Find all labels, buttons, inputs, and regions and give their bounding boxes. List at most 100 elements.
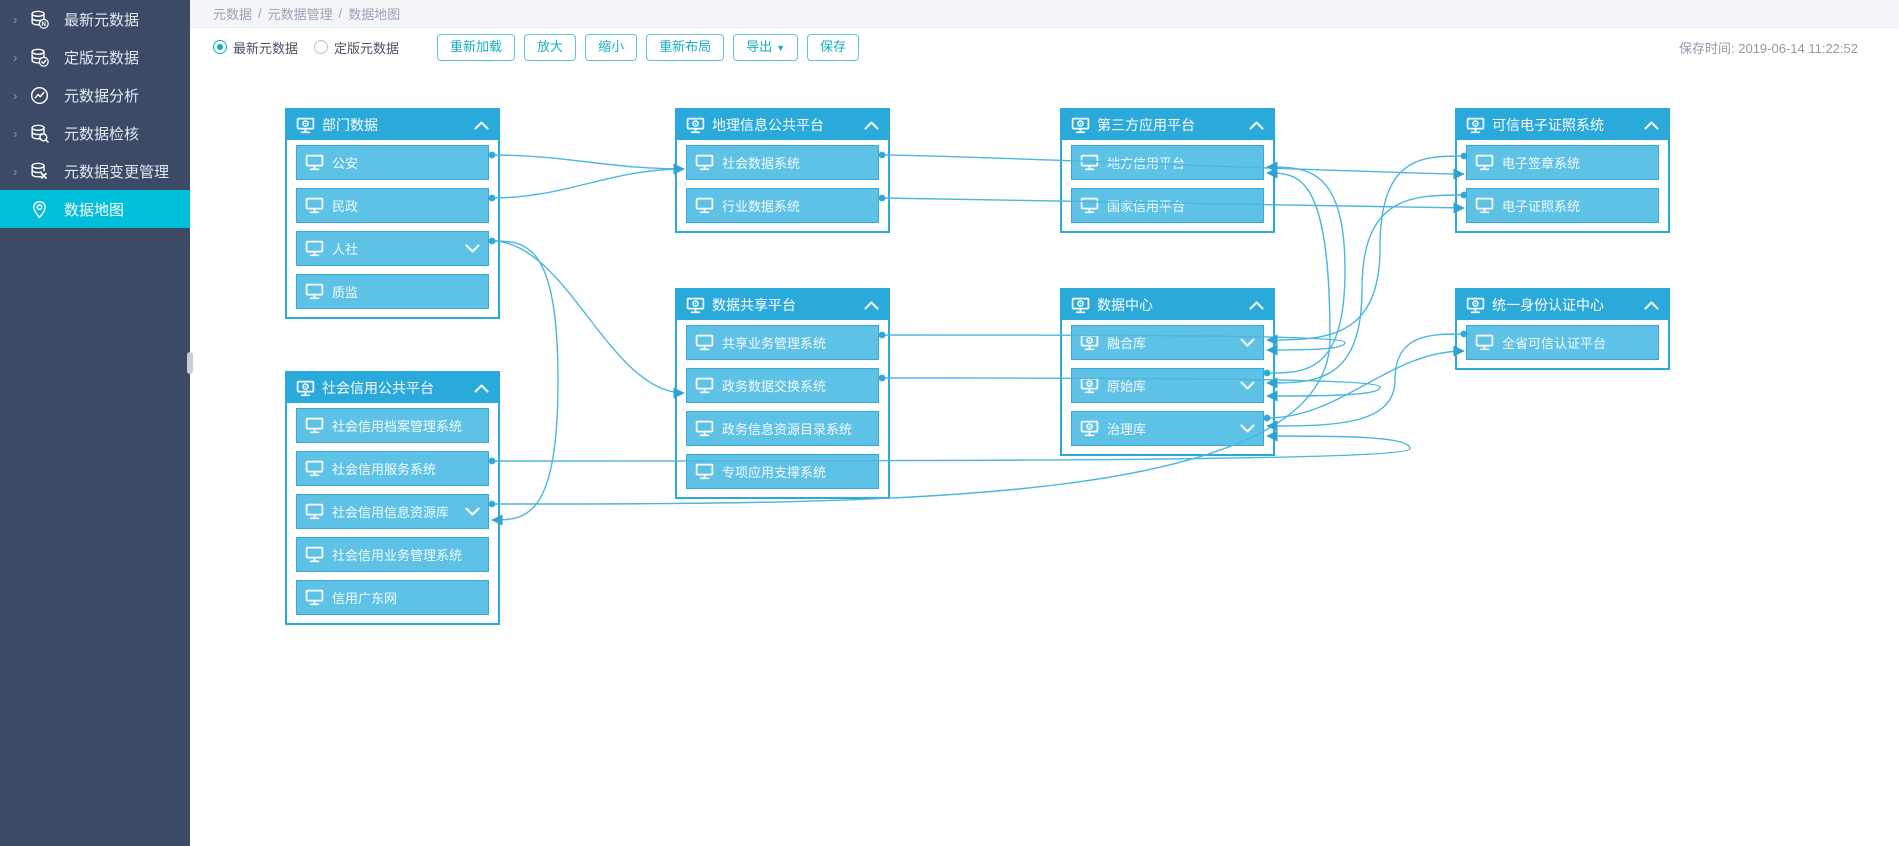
node-label: 治理库	[1107, 422, 1147, 437]
diagram-node[interactable]: 电子签章系统	[1466, 145, 1659, 180]
diagram-node[interactable]: 社会数据系统	[686, 145, 879, 180]
group-header[interactable]: 数据中心	[1062, 290, 1273, 320]
chevron-down-icon	[1240, 381, 1255, 390]
toolbar-button-4[interactable]: 重新布局	[646, 33, 725, 61]
diagram-node[interactable]: 人社	[296, 231, 489, 266]
monitor-gear-icon	[1071, 297, 1090, 314]
group-header[interactable]: 社会信用公共平台	[287, 373, 498, 403]
sidebar-resize-handle[interactable]	[187, 352, 193, 374]
node-label: 电子证照系统	[1502, 199, 1581, 214]
group-header[interactable]: 统一身份认证中心	[1457, 290, 1668, 320]
toolbar-button-6[interactable]: 保存	[807, 33, 860, 61]
node-label: 专项应用支撑系统	[722, 465, 827, 480]
diagram-node[interactable]: 全省可信认证平台	[1466, 325, 1659, 360]
expand-arrow-icon: ›	[13, 49, 18, 65]
monitor-icon	[305, 197, 324, 214]
diagram-node[interactable]: 社会信用服务系统	[296, 451, 489, 486]
diagram-node[interactable]: 民政	[296, 188, 489, 223]
diagram-node[interactable]: 社会信用业务管理系统	[296, 537, 489, 572]
breadcrumb-item[interactable]: 数据地图	[348, 7, 401, 22]
diagram-node[interactable]: 质监	[296, 274, 489, 309]
edge-cert-dc	[1266, 194, 1465, 389]
diagram-node[interactable]: 原始库	[1071, 368, 1264, 403]
diagram-canvas[interactable]: 部门数据公安民政人社质监社会信用公共平台社会信用档案管理系统社会信用服务系统社会…	[190, 66, 1899, 846]
group-header[interactable]: 可信电子证照系统	[1457, 110, 1668, 140]
diagram-node[interactable]: 融合库	[1071, 325, 1264, 360]
chevron-down-icon	[465, 244, 480, 253]
chevron-up-icon	[864, 301, 879, 310]
toolbar-button-3[interactable]: 缩小	[585, 33, 638, 61]
diagram-node[interactable]: 公安	[296, 145, 489, 180]
monitor-icon	[1080, 154, 1099, 171]
diagram-node[interactable]: 电子证照系统	[1466, 188, 1659, 223]
expand-arrow-icon: ›	[13, 11, 18, 27]
diagram-node[interactable]: 政务信息资源目录系统	[686, 411, 879, 446]
sidebar-item-label: 数据地图	[64, 201, 125, 219]
edge-dept-credit	[491, 240, 559, 526]
diagram-node[interactable]: 政务数据交换系统	[686, 368, 879, 403]
diagram-group-cert[interactable]: 可信电子证照系统电子签章系统电子证照系统	[1455, 108, 1670, 233]
breadcrumb-item[interactable]: 元数据管理	[267, 7, 333, 22]
db-check-icon	[29, 47, 55, 67]
diagram-node[interactable]: 治理库	[1071, 411, 1264, 446]
radio-latest-metadata[interactable]: 最新元数据	[213, 38, 298, 57]
node-label: 信用广东网	[332, 591, 398, 606]
monitor-icon	[305, 460, 324, 477]
diagram-node[interactable]: 专项应用支撑系统	[686, 454, 879, 489]
group-header[interactable]: 地理信息公共平台	[677, 110, 888, 140]
breadcrumb-separator: /	[338, 6, 343, 21]
edge-auth-dc	[1266, 333, 1465, 432]
monitor-icon	[305, 240, 324, 257]
diagram-group-credit[interactable]: 社会信用公共平台社会信用档案管理系统社会信用服务系统社会信用信息资源库社会信用业…	[285, 371, 500, 625]
radio-circle-icon[interactable]	[314, 40, 329, 54]
sidebar-item-4[interactable]: ›元数据检核	[0, 114, 190, 152]
toolbar-buttons: 重新加载放大缩小重新布局导出▼ 保存	[437, 33, 860, 61]
diagram-node[interactable]: 行业数据系统	[686, 188, 879, 223]
diagram-group-share[interactable]: 数据共享平台共享业务管理系统政务数据交换系统政务信息资源目录系统专项应用支撑系统	[675, 288, 890, 499]
diagram-group-dept[interactable]: 部门数据公安民政人社质监	[285, 108, 500, 319]
diagram-node[interactable]: 共享业务管理系统	[686, 325, 879, 360]
expand-arrow-icon: ›	[13, 87, 18, 103]
group-header[interactable]: 数据共享平台	[677, 290, 888, 320]
node-label: 全省可信认证平台	[1502, 336, 1607, 351]
chevron-up-icon	[474, 121, 489, 130]
diagram-group-geo[interactable]: 地理信息公共平台社会数据系统行业数据系统	[675, 108, 890, 233]
radio-circle-icon[interactable]	[213, 40, 227, 54]
breadcrumb: 元数据/元数据管理/数据地图	[190, 0, 1899, 28]
sidebar-item-2[interactable]: ›定版元数据	[0, 38, 190, 76]
node-label: 社会信用服务系统	[332, 462, 437, 477]
sidebar-item-5[interactable]: ›元数据变更管理	[0, 152, 190, 190]
toolbar-button-5[interactable]: 导出▼	[733, 33, 799, 61]
toolbar-button-2[interactable]: 放大	[524, 33, 577, 61]
group-title: 第三方应用平台	[1097, 117, 1195, 133]
diagram-node[interactable]: 地方信用平台	[1071, 145, 1264, 180]
chevron-up-icon	[1644, 121, 1659, 130]
save-time-label: 保存时间: 2019-06-14 11:22:52	[1679, 40, 1858, 56]
diagram-group-dc[interactable]: 数据中心融合库原始库治理库	[1060, 288, 1275, 456]
group-title: 统一身份认证中心	[1492, 297, 1604, 313]
group-title: 数据共享平台	[712, 297, 796, 313]
diagram-group-auth[interactable]: 统一身份认证中心全省可信认证平台	[1455, 288, 1670, 370]
chevron-up-icon	[1644, 301, 1659, 310]
monitor-icon	[695, 463, 714, 480]
node-label: 行业数据系统	[722, 199, 801, 214]
expand-arrow-icon: ›	[13, 163, 18, 179]
diagram-node[interactable]: 信用广东网	[296, 580, 489, 615]
toolbar-button-1[interactable]: 重新加载	[437, 33, 516, 61]
diagram-node[interactable]: 国家信用平台	[1071, 188, 1264, 223]
group-header[interactable]: 第三方应用平台	[1062, 110, 1273, 140]
sidebar-item-3[interactable]: ›元数据分析	[0, 76, 190, 114]
group-body: 社会数据系统行业数据系统	[677, 140, 888, 231]
node-label: 电子签章系统	[1502, 156, 1581, 171]
sidebar-item-6[interactable]: 数据地图	[0, 190, 190, 228]
breadcrumb-item[interactable]: 元数据	[213, 7, 253, 22]
db-new-icon: N	[29, 9, 55, 29]
group-header[interactable]: 部门数据	[287, 110, 498, 140]
radio-published-metadata[interactable]: 定版元数据	[314, 38, 399, 57]
diagram-node[interactable]: 社会信用档案管理系统	[296, 408, 489, 443]
diagram-node[interactable]: 社会信用信息资源库	[296, 494, 489, 529]
monitor-gear-icon	[1071, 117, 1090, 134]
diagram-group-third[interactable]: 第三方应用平台地方信用平台国家信用平台	[1060, 108, 1275, 233]
